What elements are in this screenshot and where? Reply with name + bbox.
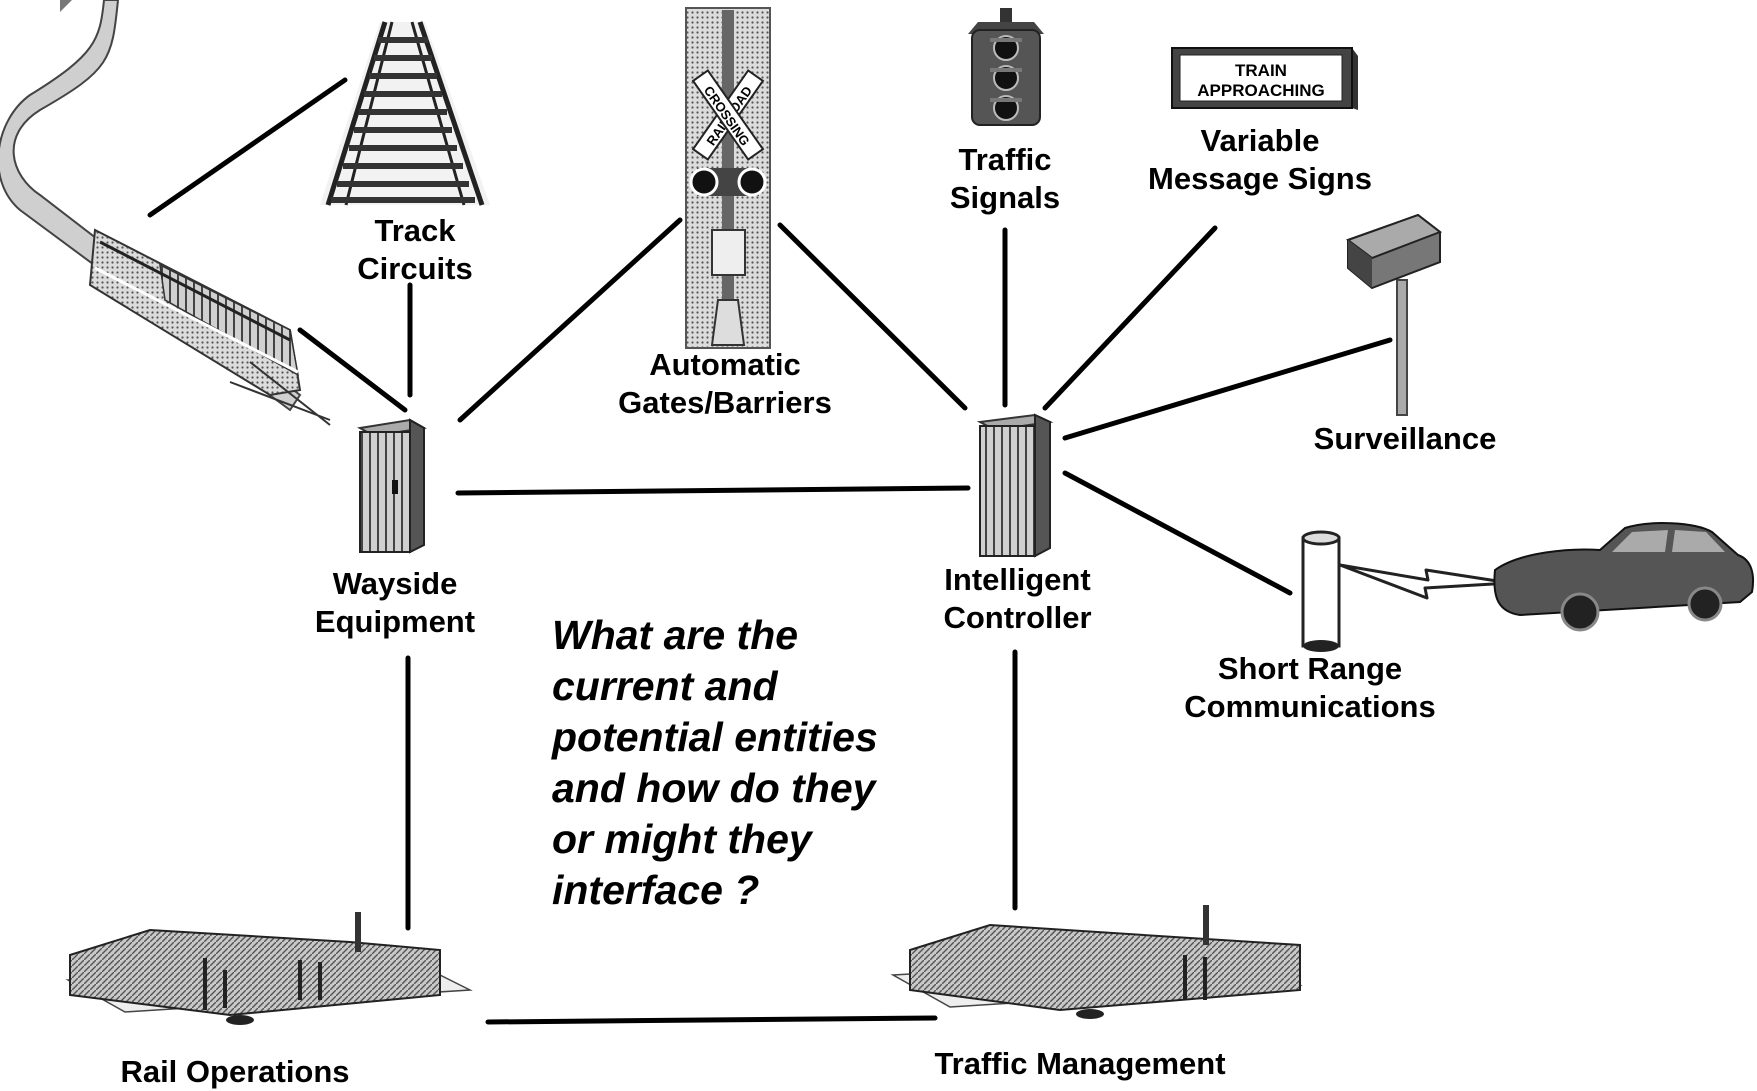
- track-circuits-label-line-1: Track: [374, 213, 456, 248]
- traffic-signals-label-line-2: Signals: [949, 180, 1061, 215]
- rail-operations-label-line-1: Rail Operations: [120, 1054, 350, 1089]
- intelligent-controller-label-line-1: Intelligent: [944, 562, 1091, 597]
- question-line-5: or might they: [552, 816, 812, 862]
- short-range-communications-label: Short Range Communications: [1175, 650, 1445, 726]
- line-rail-ops-to-traffic-mgmt: [485, 1015, 938, 1025]
- surveillance-label-line-1: Surveillance: [1313, 421, 1497, 456]
- central-question: What are the current and potential entit…: [552, 610, 952, 916]
- track-circuits-label-line-2: Circuits: [357, 251, 473, 286]
- short-range-communications-label-line-2: Communications: [1184, 689, 1436, 724]
- wayside-equipment-label: Wayside Equipment: [300, 565, 490, 641]
- train-icon: [0, 0, 331, 426]
- intelligent-controller-label-line-2: Controller: [943, 600, 1092, 635]
- sign-text-line-2: APPROACHING: [1197, 81, 1325, 100]
- beacon-icon: [1301, 530, 1341, 652]
- crossing-gate-icon: RAILROAD CROSSING: [685, 7, 771, 349]
- question-line-3: potential entities: [552, 714, 878, 760]
- wireless-link-icon: [1338, 563, 1512, 600]
- line-wayside-to-controller: [455, 485, 971, 496]
- line-train-to-wayside: [297, 327, 408, 413]
- question-line-4: and how do they: [552, 765, 876, 811]
- line-gates-to-controller: [777, 222, 968, 411]
- line-vms-to-controller: [1042, 225, 1218, 411]
- variable-message-signs-label-line-2: Message Signs: [1148, 161, 1372, 196]
- surveillance-camera-icon: [1345, 213, 1443, 416]
- rail-operations-label: Rail Operations: [100, 1053, 370, 1091]
- line-surveillance-to-controller: [1062, 337, 1393, 441]
- track-icon: [320, 21, 490, 206]
- line-train-to-tracks: [147, 77, 348, 218]
- car-icon: [1493, 522, 1755, 632]
- traffic-management-building-icon: [890, 905, 1303, 1019]
- wayside-equipment-label-line-1: Wayside: [332, 566, 458, 601]
- intelligent-controller-label: Intelligent Controller: [925, 561, 1110, 637]
- controller-cabinet-icon: [976, 413, 1054, 558]
- surveillance-label: Surveillance: [1300, 420, 1510, 458]
- question-line-2: current and: [552, 663, 778, 709]
- traffic-management-label-line-1: Traffic Management: [934, 1046, 1226, 1081]
- traffic-management-label: Traffic Management: [920, 1045, 1240, 1083]
- sign-text-line-1: TRAIN: [1235, 61, 1287, 80]
- traffic-signal-icon: [968, 8, 1044, 126]
- rail-operations-building-icon: [65, 912, 473, 1025]
- line-shortrange-to-controller: [1062, 470, 1293, 596]
- automatic-gates-label-line-1: Automatic: [649, 347, 801, 382]
- traffic-signals-label-line-1: Traffic: [958, 142, 1052, 177]
- variable-message-sign-icon: TRAIN APPROACHING: [1171, 47, 1358, 110]
- variable-message-signs-label: Variable Message Signs: [1135, 122, 1385, 198]
- short-range-communications-label-line-1: Short Range: [1217, 651, 1403, 686]
- wayside-equipment-label-line-2: Equipment: [314, 604, 476, 639]
- traffic-signals-label: Traffic Signals: [930, 141, 1080, 217]
- automatic-gates-label: Automatic Gates/Barriers: [605, 346, 845, 422]
- automatic-gates-label-line-2: Gates/Barriers: [618, 385, 832, 420]
- question-line-6: interface ?: [552, 867, 760, 913]
- line-wayside-to-gates: [457, 217, 683, 423]
- wayside-cabinet-icon: [357, 418, 427, 554]
- variable-message-signs-label-line-1: Variable: [1200, 123, 1320, 158]
- connector-lines: [147, 77, 1393, 1025]
- track-circuits-label: Track Circuits: [340, 212, 490, 288]
- question-line-1: What are the: [552, 612, 799, 658]
